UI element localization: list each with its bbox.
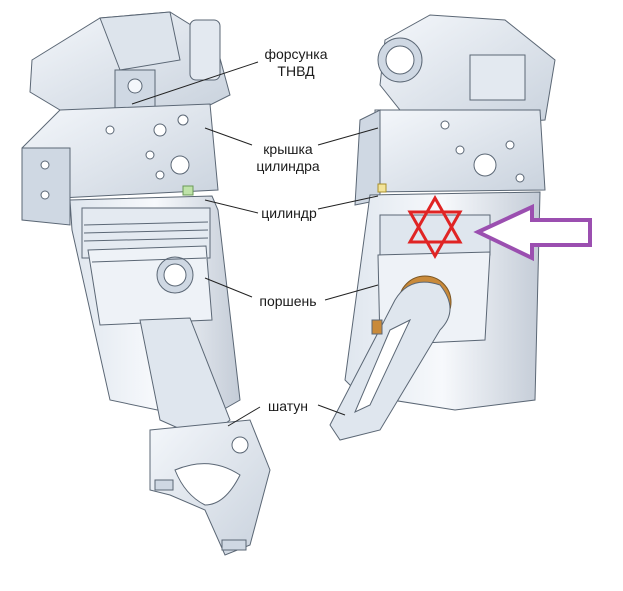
label-head-line2: цилиндра — [256, 158, 320, 174]
left-cylinder-head — [21, 103, 219, 226]
leader-rod-right — [317, 404, 346, 416]
right-connecting-rod — [329, 281, 451, 441]
left-piston — [87, 245, 213, 326]
leader-injector — [131, 61, 259, 105]
label-injector: форсунка ТНВД — [256, 46, 336, 80]
right-cylinder-head — [354, 109, 546, 206]
label-piston: поршень — [259, 293, 317, 309]
arrow-icon — [473, 203, 592, 262]
leader-cylinder-right — [317, 195, 379, 210]
label-injector-line2: ТНВД — [277, 63, 315, 79]
leader-piston-right — [324, 284, 379, 301]
left-connecting-rod — [139, 317, 271, 556]
left-injector-housing — [29, 11, 231, 111]
leader-lines — [131, 61, 379, 427]
label-cylinder: цилиндр — [261, 205, 317, 221]
label-head-line1: крышка — [263, 141, 313, 157]
leader-piston-left — [204, 277, 253, 298]
left-assembly — [21, 11, 271, 556]
leader-rod-left — [227, 406, 261, 427]
leader-head-right — [317, 127, 379, 146]
label-injector-line1: форсунка — [264, 46, 328, 62]
star-icon — [407, 194, 463, 260]
leader-cylinder-left — [204, 199, 259, 214]
label-rod: шатун — [267, 398, 308, 414]
right-assembly — [329, 14, 556, 441]
label-cylinder-head: крышка цилиндра — [248, 141, 328, 175]
right-injector-housing — [377, 14, 556, 126]
leader-head-left — [204, 127, 253, 146]
